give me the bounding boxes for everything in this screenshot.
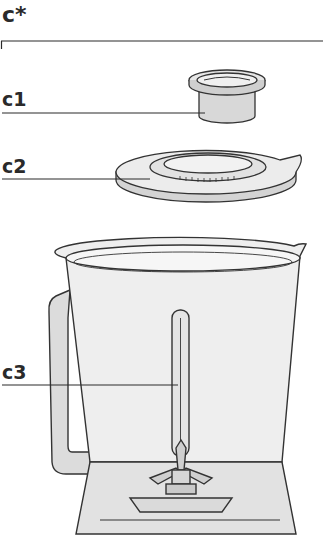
- callout-label: c1: [2, 88, 26, 110]
- leader-line: [2, 112, 205, 113]
- leader-line: [2, 384, 178, 385]
- section-heading: c*: [2, 4, 27, 26]
- measuring-cap: [189, 70, 265, 123]
- header-tick: [1, 41, 2, 49]
- lid: [116, 151, 301, 202]
- callout-label: c2: [2, 155, 26, 177]
- callout-label: c3: [2, 361, 26, 383]
- jug: [49, 237, 306, 534]
- leader-line: [2, 178, 150, 179]
- header-rule: [1, 40, 323, 41]
